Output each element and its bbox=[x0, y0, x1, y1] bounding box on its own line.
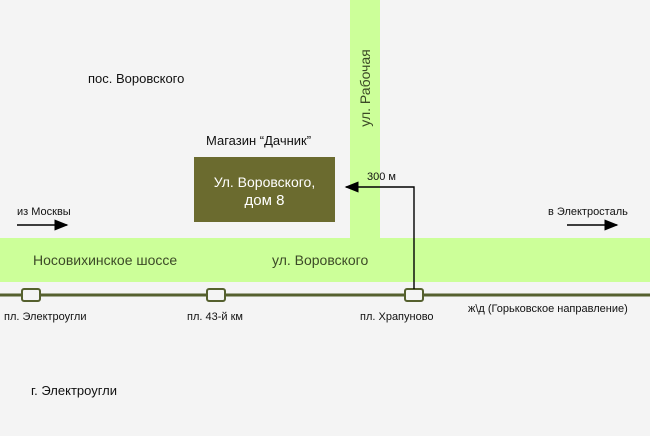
label-station-khrapunovo: пл. Храпуново bbox=[360, 311, 434, 323]
store-marker: Ул. Воровского, дом 8 bbox=[194, 157, 335, 222]
station-marker-43km bbox=[206, 288, 226, 302]
route-arrow bbox=[344, 181, 415, 289]
label-station-elektrougli: пл. Электроугли bbox=[4, 311, 87, 323]
label-from-moscow: из Москвы bbox=[17, 206, 71, 218]
label-vorovskogo: ул. Воровского bbox=[272, 252, 369, 268]
store-address-line2: дом 8 bbox=[244, 192, 285, 209]
station-marker-khrapunovo bbox=[404, 288, 424, 302]
label-highway: Носовихинское шоссе bbox=[33, 252, 178, 268]
label-village: пос. Воровского bbox=[88, 71, 185, 86]
store-address-line1: Ул. Воровского, bbox=[213, 174, 316, 190]
label-to-elektrostal: в Электросталь bbox=[548, 206, 628, 218]
label-rabochaya: ул. Рабочая bbox=[357, 49, 373, 127]
label-distance: 300 м bbox=[367, 171, 396, 183]
road-highway bbox=[0, 238, 650, 282]
road-rabochaya bbox=[350, 0, 380, 238]
label-town: г. Электроугли bbox=[31, 383, 118, 398]
station-marker-elektrougli bbox=[21, 288, 41, 302]
label-store-title: Магазин “Дачник” bbox=[206, 133, 312, 148]
label-railway: ж\д (Горьковское направление) bbox=[468, 303, 628, 315]
label-station-43km: пл. 43-й км bbox=[187, 311, 243, 323]
